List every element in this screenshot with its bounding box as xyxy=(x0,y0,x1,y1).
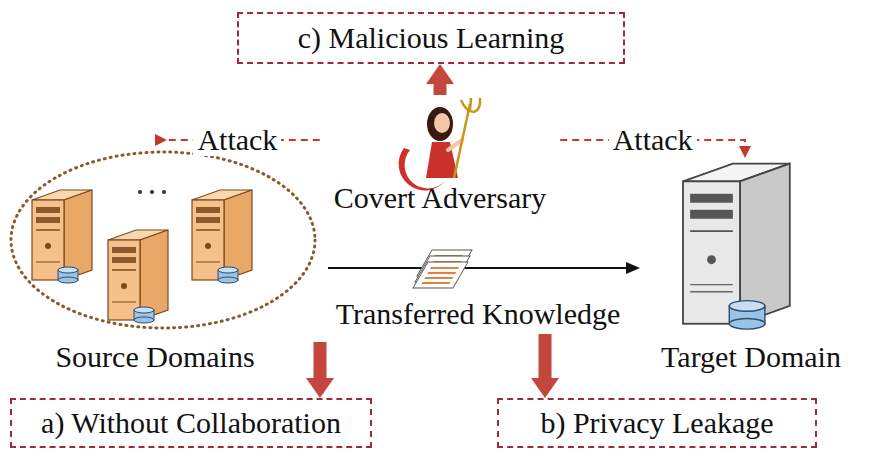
block-arrow xyxy=(539,334,552,378)
adversary-figure xyxy=(399,98,481,190)
target-server xyxy=(683,164,790,330)
block-arrow xyxy=(314,342,327,378)
edge-label: Attack xyxy=(193,124,281,156)
node-text: Source Domains xyxy=(55,340,254,374)
node-text: Covert Adversary xyxy=(334,181,546,215)
source-group-outline xyxy=(11,152,315,328)
source-server xyxy=(108,230,168,323)
source-server xyxy=(32,190,92,283)
source-server xyxy=(192,190,252,283)
transfer-arrow xyxy=(328,267,626,269)
outcome-box: a) Without Collaboration xyxy=(10,398,372,448)
node-text: Target Domain xyxy=(661,340,841,374)
node-text: Transferred Knowledge xyxy=(336,297,621,331)
outcome-box: b) Privacy Leakage xyxy=(497,398,817,448)
node-text: b) Privacy Leakage xyxy=(540,406,773,440)
target-domain-node: Target Domain xyxy=(640,158,862,374)
block-arrow xyxy=(433,84,446,95)
knowledge-documents xyxy=(413,250,472,288)
source-domains-node: Source Domains xyxy=(10,152,328,374)
knowledge-node: Transferred Knowledge xyxy=(318,294,638,334)
ellipsis-dots xyxy=(138,190,166,194)
adversary-node: Covert Adversary xyxy=(320,95,560,215)
node-text: c) Malicious Learning xyxy=(298,21,565,55)
edge-label: Attack xyxy=(609,124,697,156)
outcome-box: c) Malicious Learning xyxy=(237,12,625,64)
node-text: a) Without Collaboration xyxy=(41,406,341,440)
